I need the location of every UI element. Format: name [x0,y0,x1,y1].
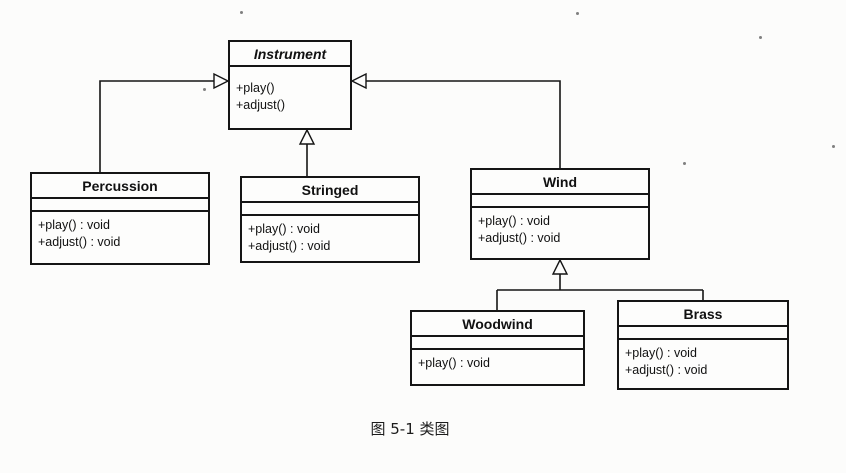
arrowhead-wind-bottom [551,258,569,275]
method-adjust: +adjust() [236,98,285,112]
class-box-stringed: Stringed +play() : void +adjust() : void [240,176,420,263]
edge-percussion-instrument [99,80,214,172]
method-adjust: +adjust() : void [625,363,708,377]
scan-speck [832,145,835,148]
method-play: +play() : void [418,356,490,370]
class-methods-instrument: +play() +adjust() [230,67,350,128]
class-attributes-wind [472,195,648,208]
class-box-wind: Wind +play() : void +adjust() : void [470,168,650,260]
figure-caption: 图 5-1 类图 [370,420,450,438]
class-box-instrument: Instrument +play() +adjust() [228,40,352,130]
method-adjust: +adjust() : void [38,235,121,249]
class-box-brass: Brass +play() : void +adjust() : void [617,300,789,390]
class-attributes-woodwind [412,337,583,350]
class-methods-wind: +play() : void +adjust() : void [472,208,648,258]
scan-speck [759,36,762,39]
class-methods-brass: +play() : void +adjust() : void [619,340,787,388]
class-methods-woodwind: +play() : void [412,350,583,384]
class-name-wind: Wind [472,170,648,195]
arrowhead-instrument-right [350,72,367,90]
method-adjust: +adjust() : void [478,231,561,245]
method-play: +play() : void [248,222,320,236]
method-adjust: +adjust() : void [248,239,331,253]
method-play: +play() : void [478,214,550,228]
scan-speck [683,162,686,165]
method-play: +play() [236,81,275,95]
scan-speck [240,11,243,14]
class-box-percussion: Percussion +play() : void +adjust() : vo… [30,172,210,265]
arrowhead-instrument-left [213,72,230,90]
class-methods-stringed: +play() : void +adjust() : void [242,216,418,261]
class-attributes-brass [619,327,787,340]
class-methods-percussion: +play() : void +adjust() : void [32,212,208,263]
class-name-instrument: Instrument [230,42,350,67]
class-attributes-percussion [32,199,208,212]
class-attributes-stringed [242,203,418,216]
method-play: +play() : void [38,218,110,232]
method-play: +play() : void [625,346,697,360]
scan-speck [203,88,206,91]
arrowhead-instrument-bottom [298,128,316,145]
class-name-percussion: Percussion [32,174,208,199]
class-name-stringed: Stringed [242,178,418,203]
edge-wind-instrument [366,80,561,168]
class-name-woodwind: Woodwind [412,312,583,337]
class-box-woodwind: Woodwind +play() : void [410,310,585,386]
class-name-brass: Brass [619,302,787,327]
scan-speck [576,12,579,15]
